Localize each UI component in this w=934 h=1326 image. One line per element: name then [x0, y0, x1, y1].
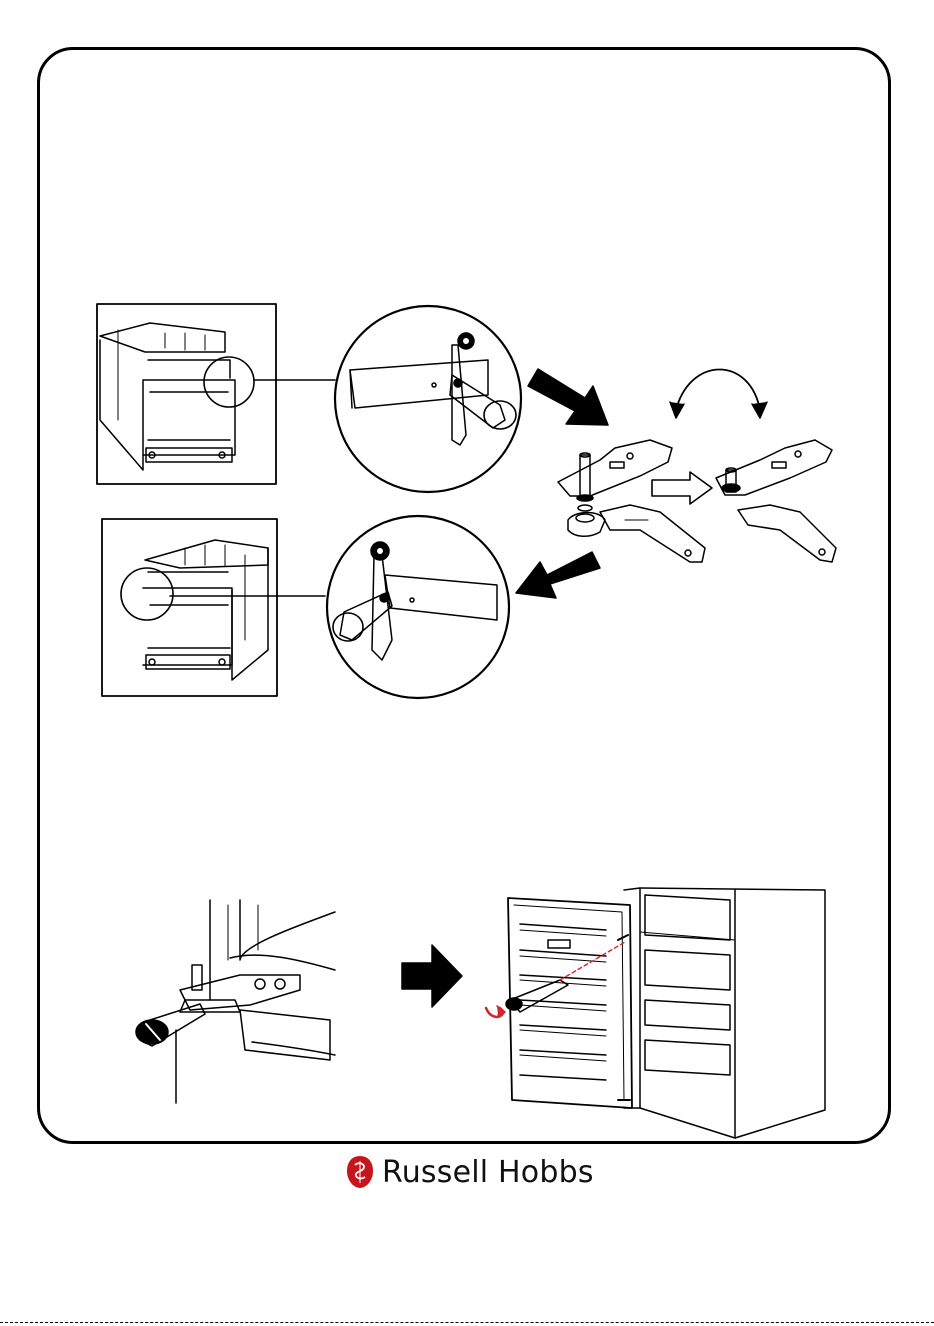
brand-name: Russell Hobbs [382, 1155, 594, 1190]
arrow-down-right-icon [528, 369, 608, 425]
arrow-right-outline-icon [652, 472, 712, 504]
brand-footer: Russell Hobbs [346, 1151, 594, 1193]
arrow-right-filled-icon [402, 945, 462, 1007]
hinge-assembly-swapped [716, 440, 836, 562]
rh-crest-icon [346, 1155, 374, 1189]
cabinet-detail-top [97, 304, 276, 484]
fridge-door-reversal [486, 888, 825, 1138]
arrow-down-left-icon [516, 552, 600, 598]
hinge-assembly-exploded [558, 440, 705, 562]
rotate-swap-icon [670, 370, 767, 419]
hinge-zoom-top [335, 306, 521, 492]
cabinet-detail-bottom [102, 519, 277, 696]
hinge-zoom-bottom [327, 516, 509, 698]
fridge-hinge-closeup [136, 900, 335, 1103]
trim-line [0, 1322, 934, 1323]
